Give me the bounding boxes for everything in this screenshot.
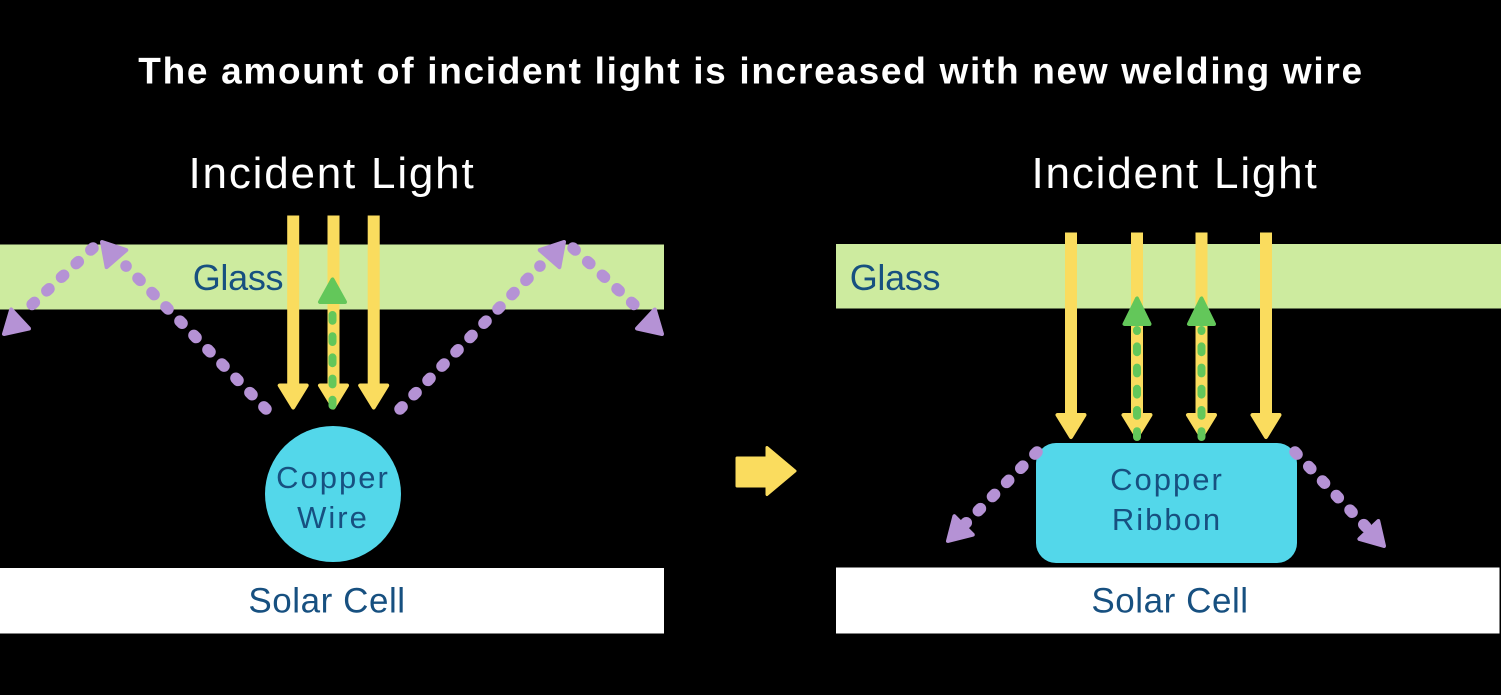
- reflected-light-arrow-icon: [1187, 296, 1216, 441]
- glass-label-after: Glass: [849, 257, 941, 298]
- copper-ribbon-label-line1: Copper: [1110, 462, 1224, 497]
- reflected-light-arrow-icon: [1122, 296, 1152, 441]
- dashed-ray: [567, 242, 648, 318]
- arrowhead-down-icon: [1250, 413, 1282, 439]
- dashed-ray: [394, 260, 546, 415]
- dashed-ray: [120, 260, 272, 415]
- dashed-ray: [18, 242, 99, 318]
- escaped-light-arrows: [0, 231, 673, 415]
- copper-ribbon-shape: [1036, 443, 1297, 563]
- escaped-light-left-arrow-icon: [939, 446, 1043, 550]
- arrow-shaft: [367, 215, 380, 386]
- incident-light-label-after: Incident Light: [1031, 149, 1319, 198]
- glass-label-before: Glass: [192, 257, 284, 298]
- escaped-light-right-arrow-icon: [1289, 446, 1396, 557]
- transition-arrow-icon: [735, 446, 797, 496]
- arrowhead-down-icon: [277, 383, 309, 410]
- arrow-shaft: [287, 215, 300, 386]
- arrowhead-down-icon: [358, 383, 390, 410]
- reflected-light-arrows: [1122, 296, 1216, 441]
- incident-arrow-icon: [277, 215, 309, 410]
- glass-bar: [836, 244, 1501, 309]
- escaped-light-arrows: [939, 446, 1396, 557]
- dashed-ray: [960, 446, 1043, 529]
- copper-ribbon-label-line2: Ribbon: [1111, 502, 1223, 537]
- copper-wire-label-line1: Copper: [276, 460, 390, 495]
- solar-cell-bar: [0, 568, 664, 634]
- dashed-ray: [1289, 446, 1373, 534]
- copper-wire-label-line2: Wire: [297, 500, 369, 535]
- incident-arrow-icon: [358, 215, 390, 410]
- after-panel: [836, 232, 1501, 634]
- incident-light-label-before: Incident Light: [188, 149, 476, 198]
- incident-arrow-icon: [1055, 232, 1087, 439]
- arrow-shaft: [1260, 232, 1272, 415]
- arrowhead-up-icon: [1122, 296, 1152, 326]
- copper-wire-shape: [265, 426, 401, 562]
- solar-cell-label-before: Solar Cell: [248, 581, 406, 621]
- arrow-shaft: [1065, 232, 1077, 415]
- before-panel: [0, 215, 673, 634]
- diagram-title: The amount of incident light is increase…: [138, 50, 1364, 92]
- arrowhead-up-icon: [1187, 296, 1216, 326]
- solar-cell-bar: [836, 567, 1500, 634]
- incident-arrow-icon: [1250, 232, 1282, 439]
- solar-cell-label-after: Solar Cell: [1091, 581, 1249, 621]
- escaped-light-right-arrow-icon: [394, 231, 673, 415]
- arrowhead-icon: [0, 307, 31, 346]
- reflected-light-arrow-icon: [318, 277, 347, 410]
- arrowhead-up-icon: [318, 277, 347, 304]
- arrowhead-down-icon: [1055, 413, 1087, 439]
- arrowhead-icon: [635, 307, 673, 346]
- escaped-light-left-arrow-icon: [0, 231, 272, 415]
